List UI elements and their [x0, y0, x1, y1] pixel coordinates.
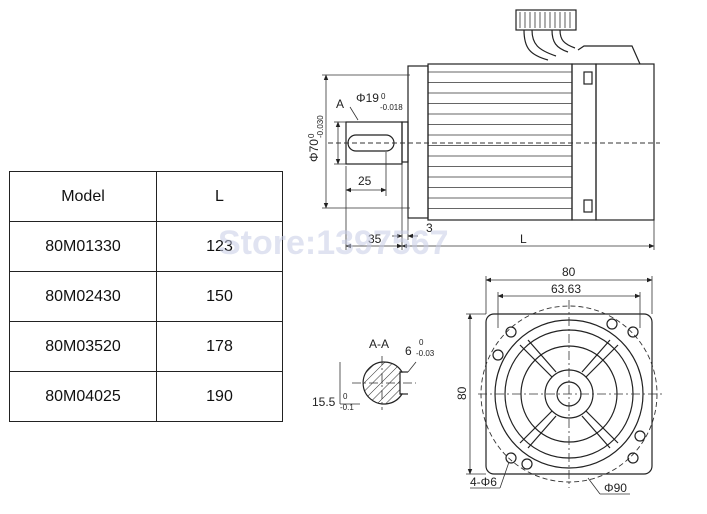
encoder-connector [515, 9, 641, 65]
spokes [519, 339, 619, 449]
pilot [401, 121, 409, 163]
rear-flange [571, 63, 597, 221]
pilot-tol-upper: 0 [307, 133, 316, 138]
section-view: A-A 6 0 -0.03 15.5 0 -0.1 [312, 337, 435, 412]
pcd-label: Φ90 [604, 481, 627, 495]
shaft-diameter-label: Φ19 [356, 91, 379, 105]
model-cell: 80M03520 [9, 321, 157, 372]
table-header-row: Model L [9, 171, 283, 222]
key-tol-upper: 0 [419, 338, 424, 347]
table-row: 80M02430 150 [9, 271, 283, 322]
shaft-length-label: 35 [368, 232, 382, 246]
cooling-fins [428, 71, 572, 209]
depth-tol-lower: -0.1 [340, 403, 354, 412]
table-row: 80M04025 190 [9, 371, 283, 422]
hole-spacing-label: 63.63 [551, 282, 581, 296]
length-cell: 150 [156, 271, 283, 322]
depth-tol-upper: 0 [343, 392, 348, 401]
key-depth-label: 15.5 [312, 395, 336, 409]
rear-cover [595, 63, 655, 221]
motor-body [427, 63, 573, 221]
holes-label: 4-Φ6 [470, 475, 497, 489]
mount-hole [505, 326, 517, 338]
model-cell: 80M04025 [9, 371, 157, 422]
front-view: 80 63.63 80 4-Φ6 Φ90 [455, 265, 662, 495]
mount-hole [627, 452, 639, 464]
watermark: Store:1397567 [218, 224, 449, 262]
header-model: Model [9, 171, 157, 222]
model-cell: 80M02430 [9, 271, 157, 322]
pilot-diameter-label: Φ70 [307, 139, 321, 162]
height-label: 80 [455, 386, 469, 400]
length-cell: 178 [156, 321, 283, 372]
shaft-tol-lower: -0.018 [380, 103, 403, 112]
key-width-label: 6 [405, 344, 412, 358]
table-row: 80M03520 178 [9, 321, 283, 372]
body-length-label: L [520, 232, 527, 246]
mount-hole [505, 452, 517, 464]
width-label: 80 [562, 265, 576, 279]
key-length-label: 25 [358, 174, 372, 188]
keyway [347, 134, 395, 152]
model-table: Model L 80M01330 123 80M02430 150 80M035… [9, 171, 283, 422]
flange-thickness-label: 3 [426, 221, 433, 235]
length-cell: 190 [156, 371, 283, 422]
front-flange [407, 65, 429, 219]
side-view: A Φ19 0 -0.018 Φ70 0 -0.030 25 35 3 L [307, 9, 660, 250]
key-tol-lower: -0.03 [416, 349, 435, 358]
header-l: L [156, 171, 283, 222]
section-marker: A [336, 97, 344, 111]
pilot-tol-lower: -0.030 [316, 115, 325, 138]
shaft-tol-upper: 0 [381, 92, 386, 101]
mount-hole [627, 326, 639, 338]
section-title: A-A [369, 337, 389, 351]
